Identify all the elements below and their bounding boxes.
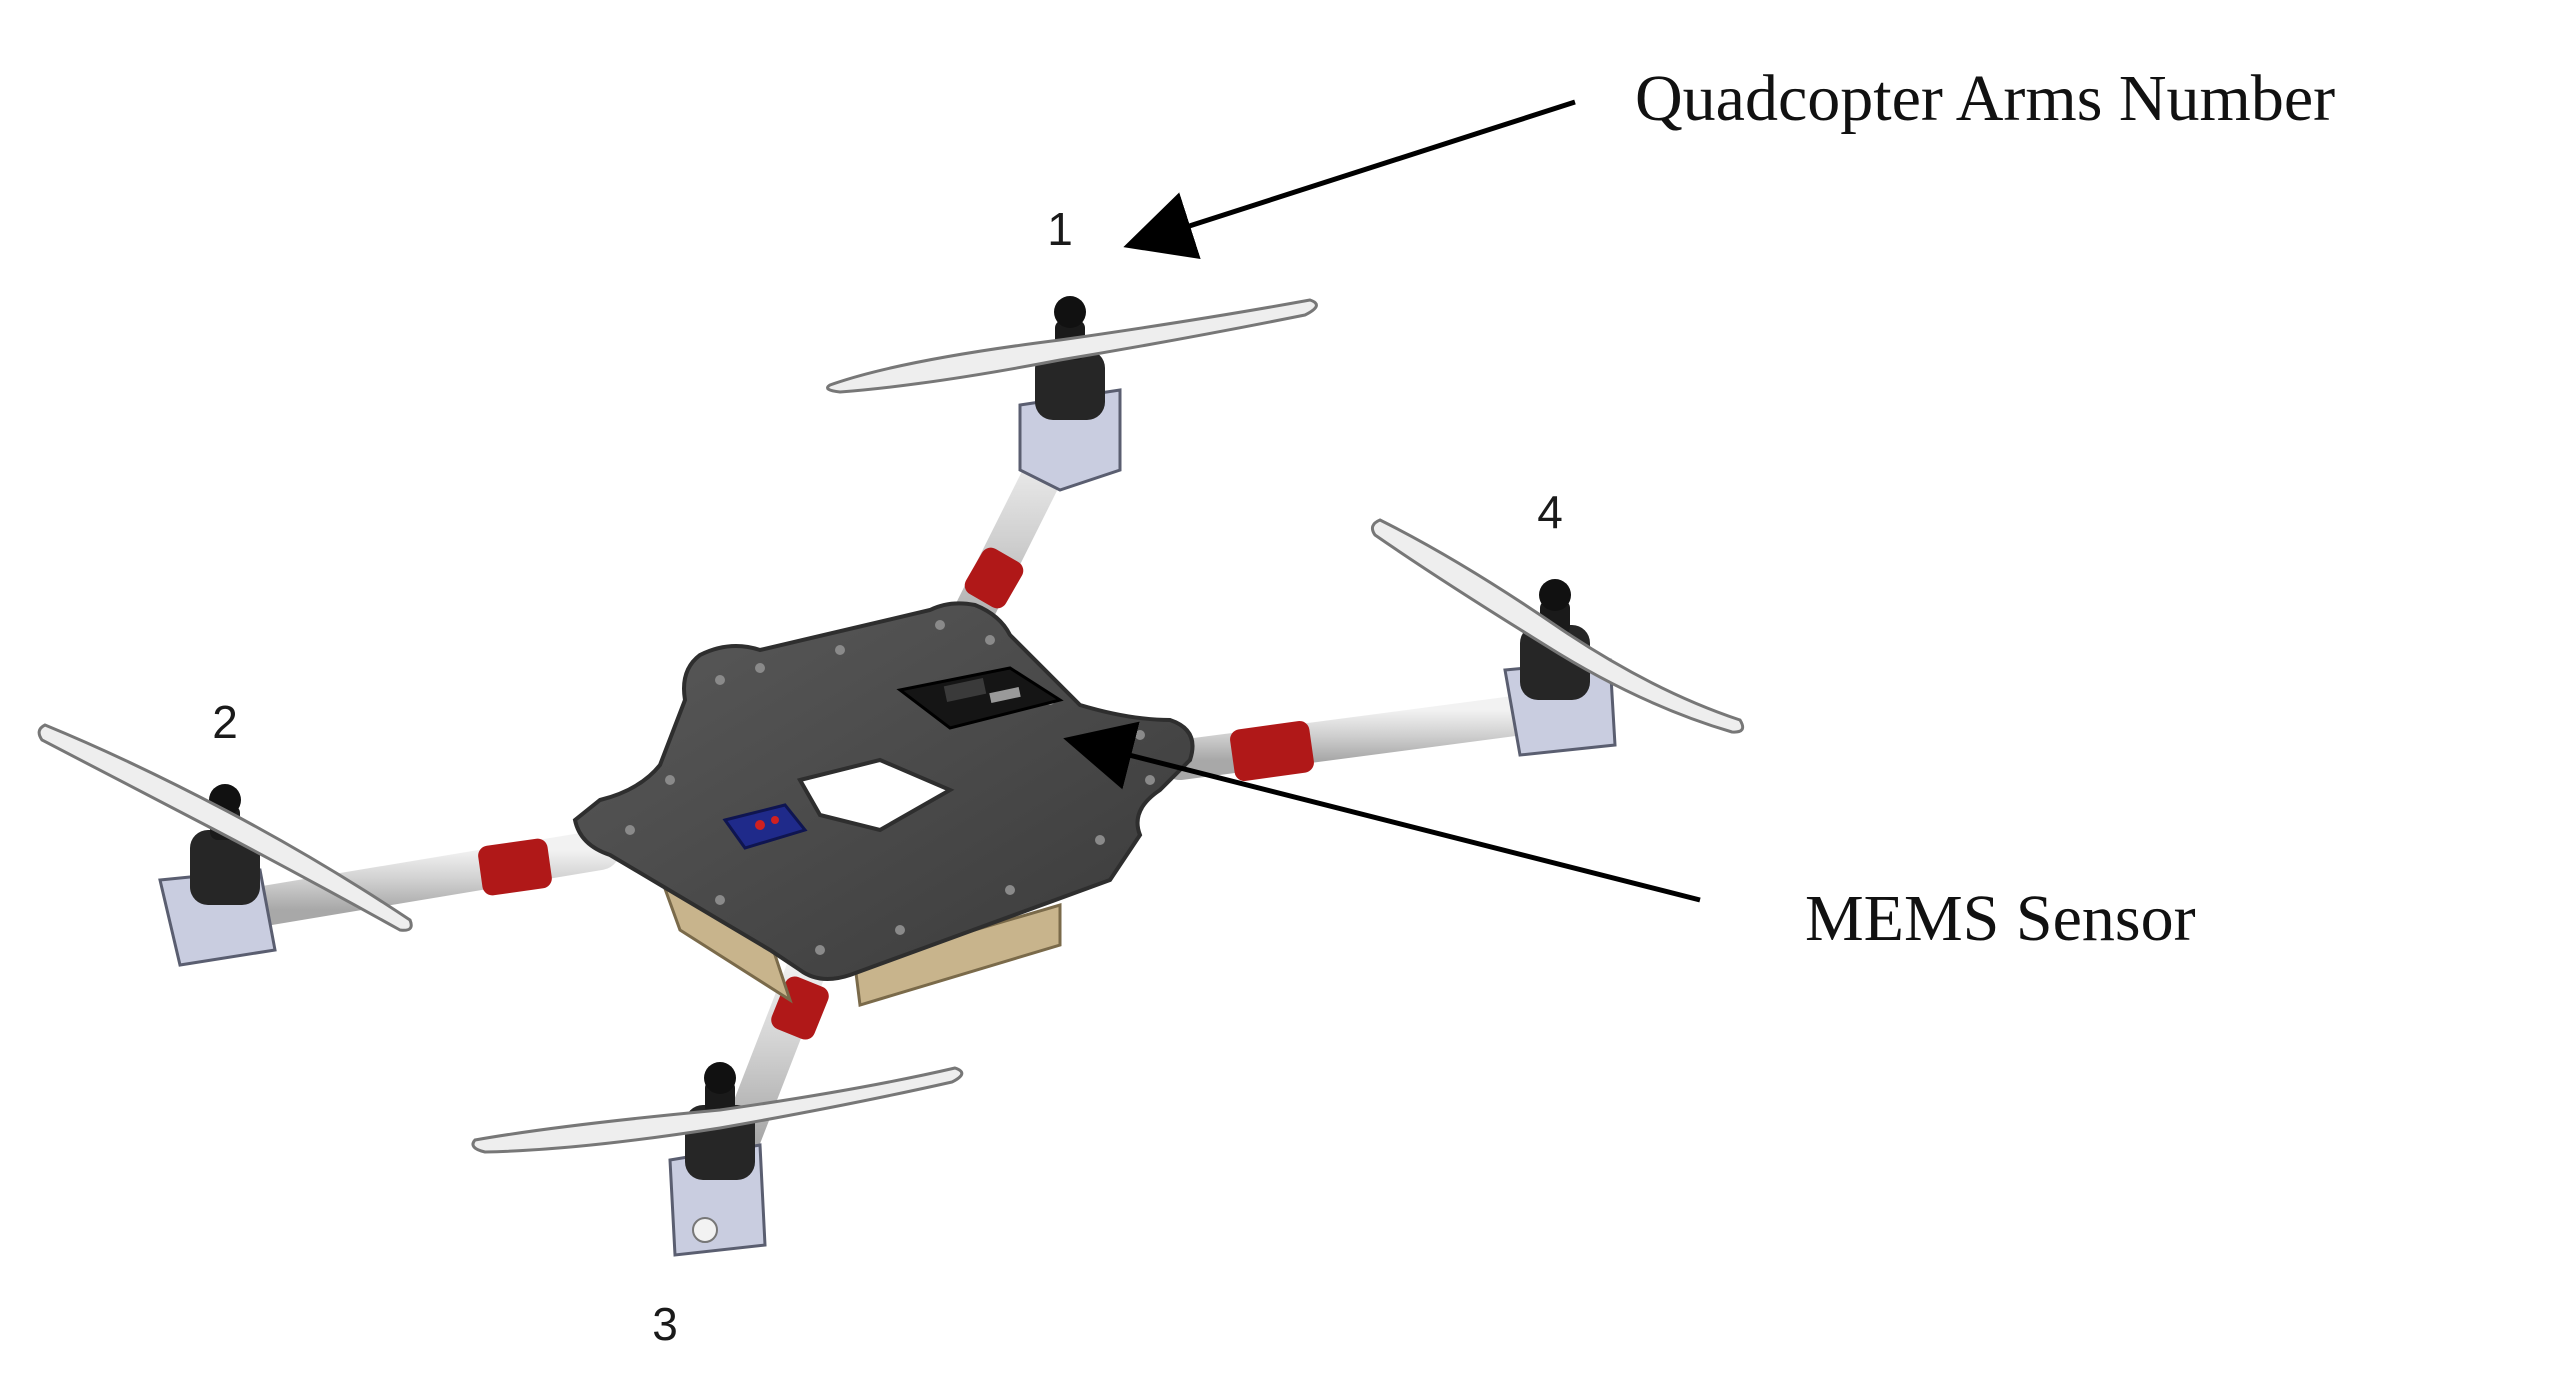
motor-body-2 xyxy=(190,830,260,905)
motor-assembly-4 xyxy=(1370,518,1745,757)
arm-joint-4 xyxy=(1230,720,1314,782)
arm-label-1: 1 xyxy=(1047,203,1073,255)
motor-assembly-2 xyxy=(37,723,413,967)
motor-assembly-1 xyxy=(826,296,1318,492)
arms-number-callout: Quadcopter Arms Number xyxy=(1635,62,2335,135)
motor-cap-3 xyxy=(704,1062,736,1094)
arm-label-4: 4 xyxy=(1537,486,1563,538)
propeller-2 xyxy=(37,723,413,932)
motor-cap-4 xyxy=(1539,579,1571,611)
arm-joint-2 xyxy=(478,838,552,896)
flight-controller-board xyxy=(722,803,808,850)
motor-cap-1 xyxy=(1054,296,1086,328)
arm-joints xyxy=(478,547,1314,1040)
central-frame xyxy=(572,601,1195,1007)
arm-label-3: 3 xyxy=(652,1298,678,1350)
mems-sensor-board xyxy=(896,666,1064,730)
arm-joint-1 xyxy=(964,547,1024,609)
motor-assembly-3 xyxy=(471,1062,964,1257)
arms-number-arrow xyxy=(1123,99,1576,260)
arm-label-2: 2 xyxy=(212,696,238,748)
frame-center-opening xyxy=(796,757,955,833)
propeller-3 xyxy=(471,1066,964,1154)
motor-body-1 xyxy=(1035,350,1105,420)
propeller-4 xyxy=(1370,518,1745,734)
mems-sensor-arrow xyxy=(1063,721,1701,903)
propeller-1 xyxy=(826,298,1318,394)
motor-mount-port-3 xyxy=(692,1217,718,1243)
mems-sensor-callout: MEMS Sensor xyxy=(1805,882,2196,955)
